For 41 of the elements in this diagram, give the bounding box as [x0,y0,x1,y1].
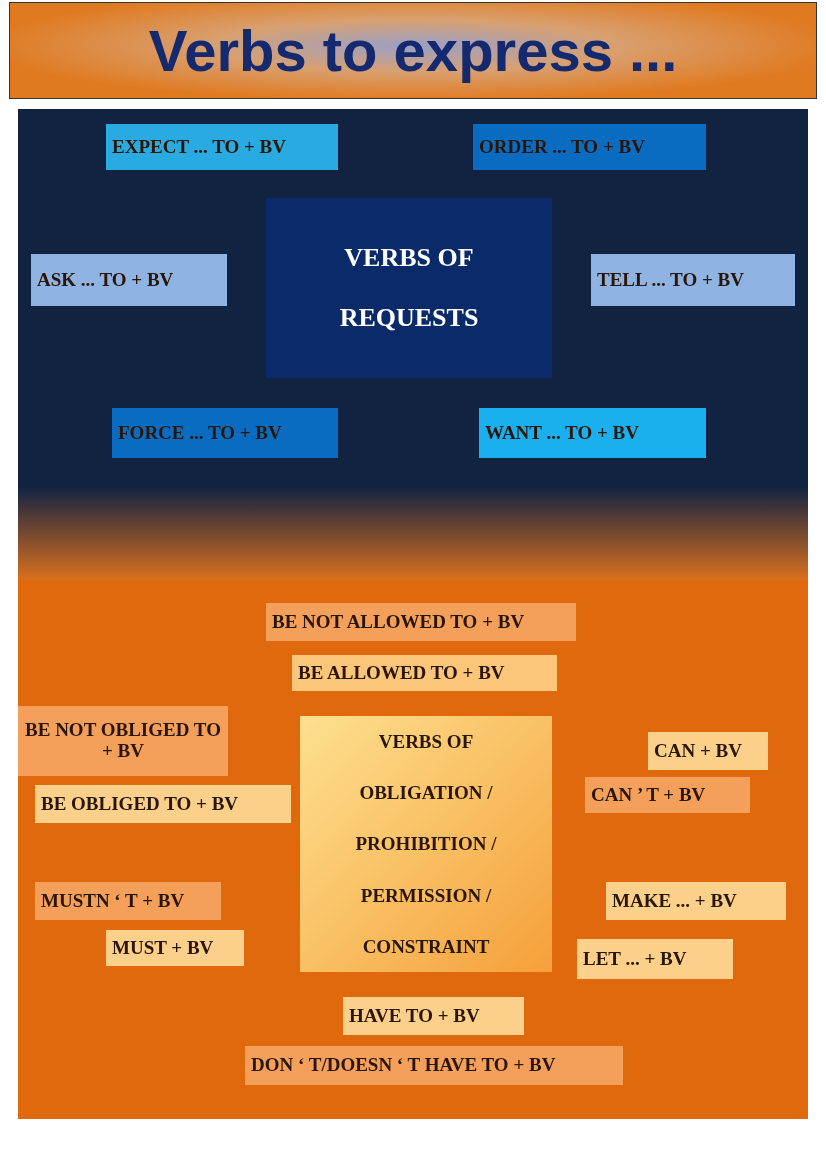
text-box [35,882,221,920]
text-box [266,198,552,378]
verb-label: FORCE ... TO + BV [118,422,282,444]
verb-label: VERBS OF REQUESTS [339,242,479,334]
text-box [245,1046,623,1085]
verb-label: CAN ’ T + BV [591,784,706,806]
verb-label: EXPECT ... TO + BV [112,136,286,158]
verb-label: ASK ... TO + BV [37,269,174,291]
verb-label: BE NOT ALLOWED TO + BV [272,611,525,633]
verb-label: BE ALLOWED TO + BV [298,662,505,684]
verb-label: CAN + BV [654,740,742,762]
text-box [606,882,786,920]
verb-label: MAKE ... + BV [612,890,737,912]
verb-label: WANT ... TO + BV [485,422,639,444]
verb-label: BE OBLIGED TO + BV [41,793,239,815]
text-box [292,655,557,691]
verb-label: BE NOT OBLIGED TO + BV [24,720,222,762]
text-box [300,716,552,972]
text-box [585,777,750,813]
text-box [106,124,338,170]
verb-label: TELL ... TO + BV [597,269,744,291]
text-box [106,930,244,966]
text-box [266,603,576,641]
verb-label: VERBS OF OBLIGATION / PROHIBITION / PERMISSION / CONSTRAINT [354,729,498,959]
title: Verbs to express ... [148,17,678,84]
verb-label: HAVE TO + BV [349,1005,480,1027]
verb-label: DON ‘ T/DOESN ‘ T HAVE TO + BV [251,1055,556,1076]
text-box [35,785,291,823]
verb-label: ORDER ... TO + BV [479,136,645,158]
text-box [473,124,706,170]
text-box [577,939,733,979]
verb-label: MUST + BV [112,937,214,959]
verb-label: MUSTN ‘ T + BV [41,890,185,912]
text-box [31,254,227,306]
text-box [343,997,524,1035]
text-box [648,732,768,770]
text-box [112,408,338,458]
text-box [479,408,706,458]
text-box [591,254,795,306]
text-box [18,706,228,776]
verb-label: LET ... + BV [583,948,687,970]
